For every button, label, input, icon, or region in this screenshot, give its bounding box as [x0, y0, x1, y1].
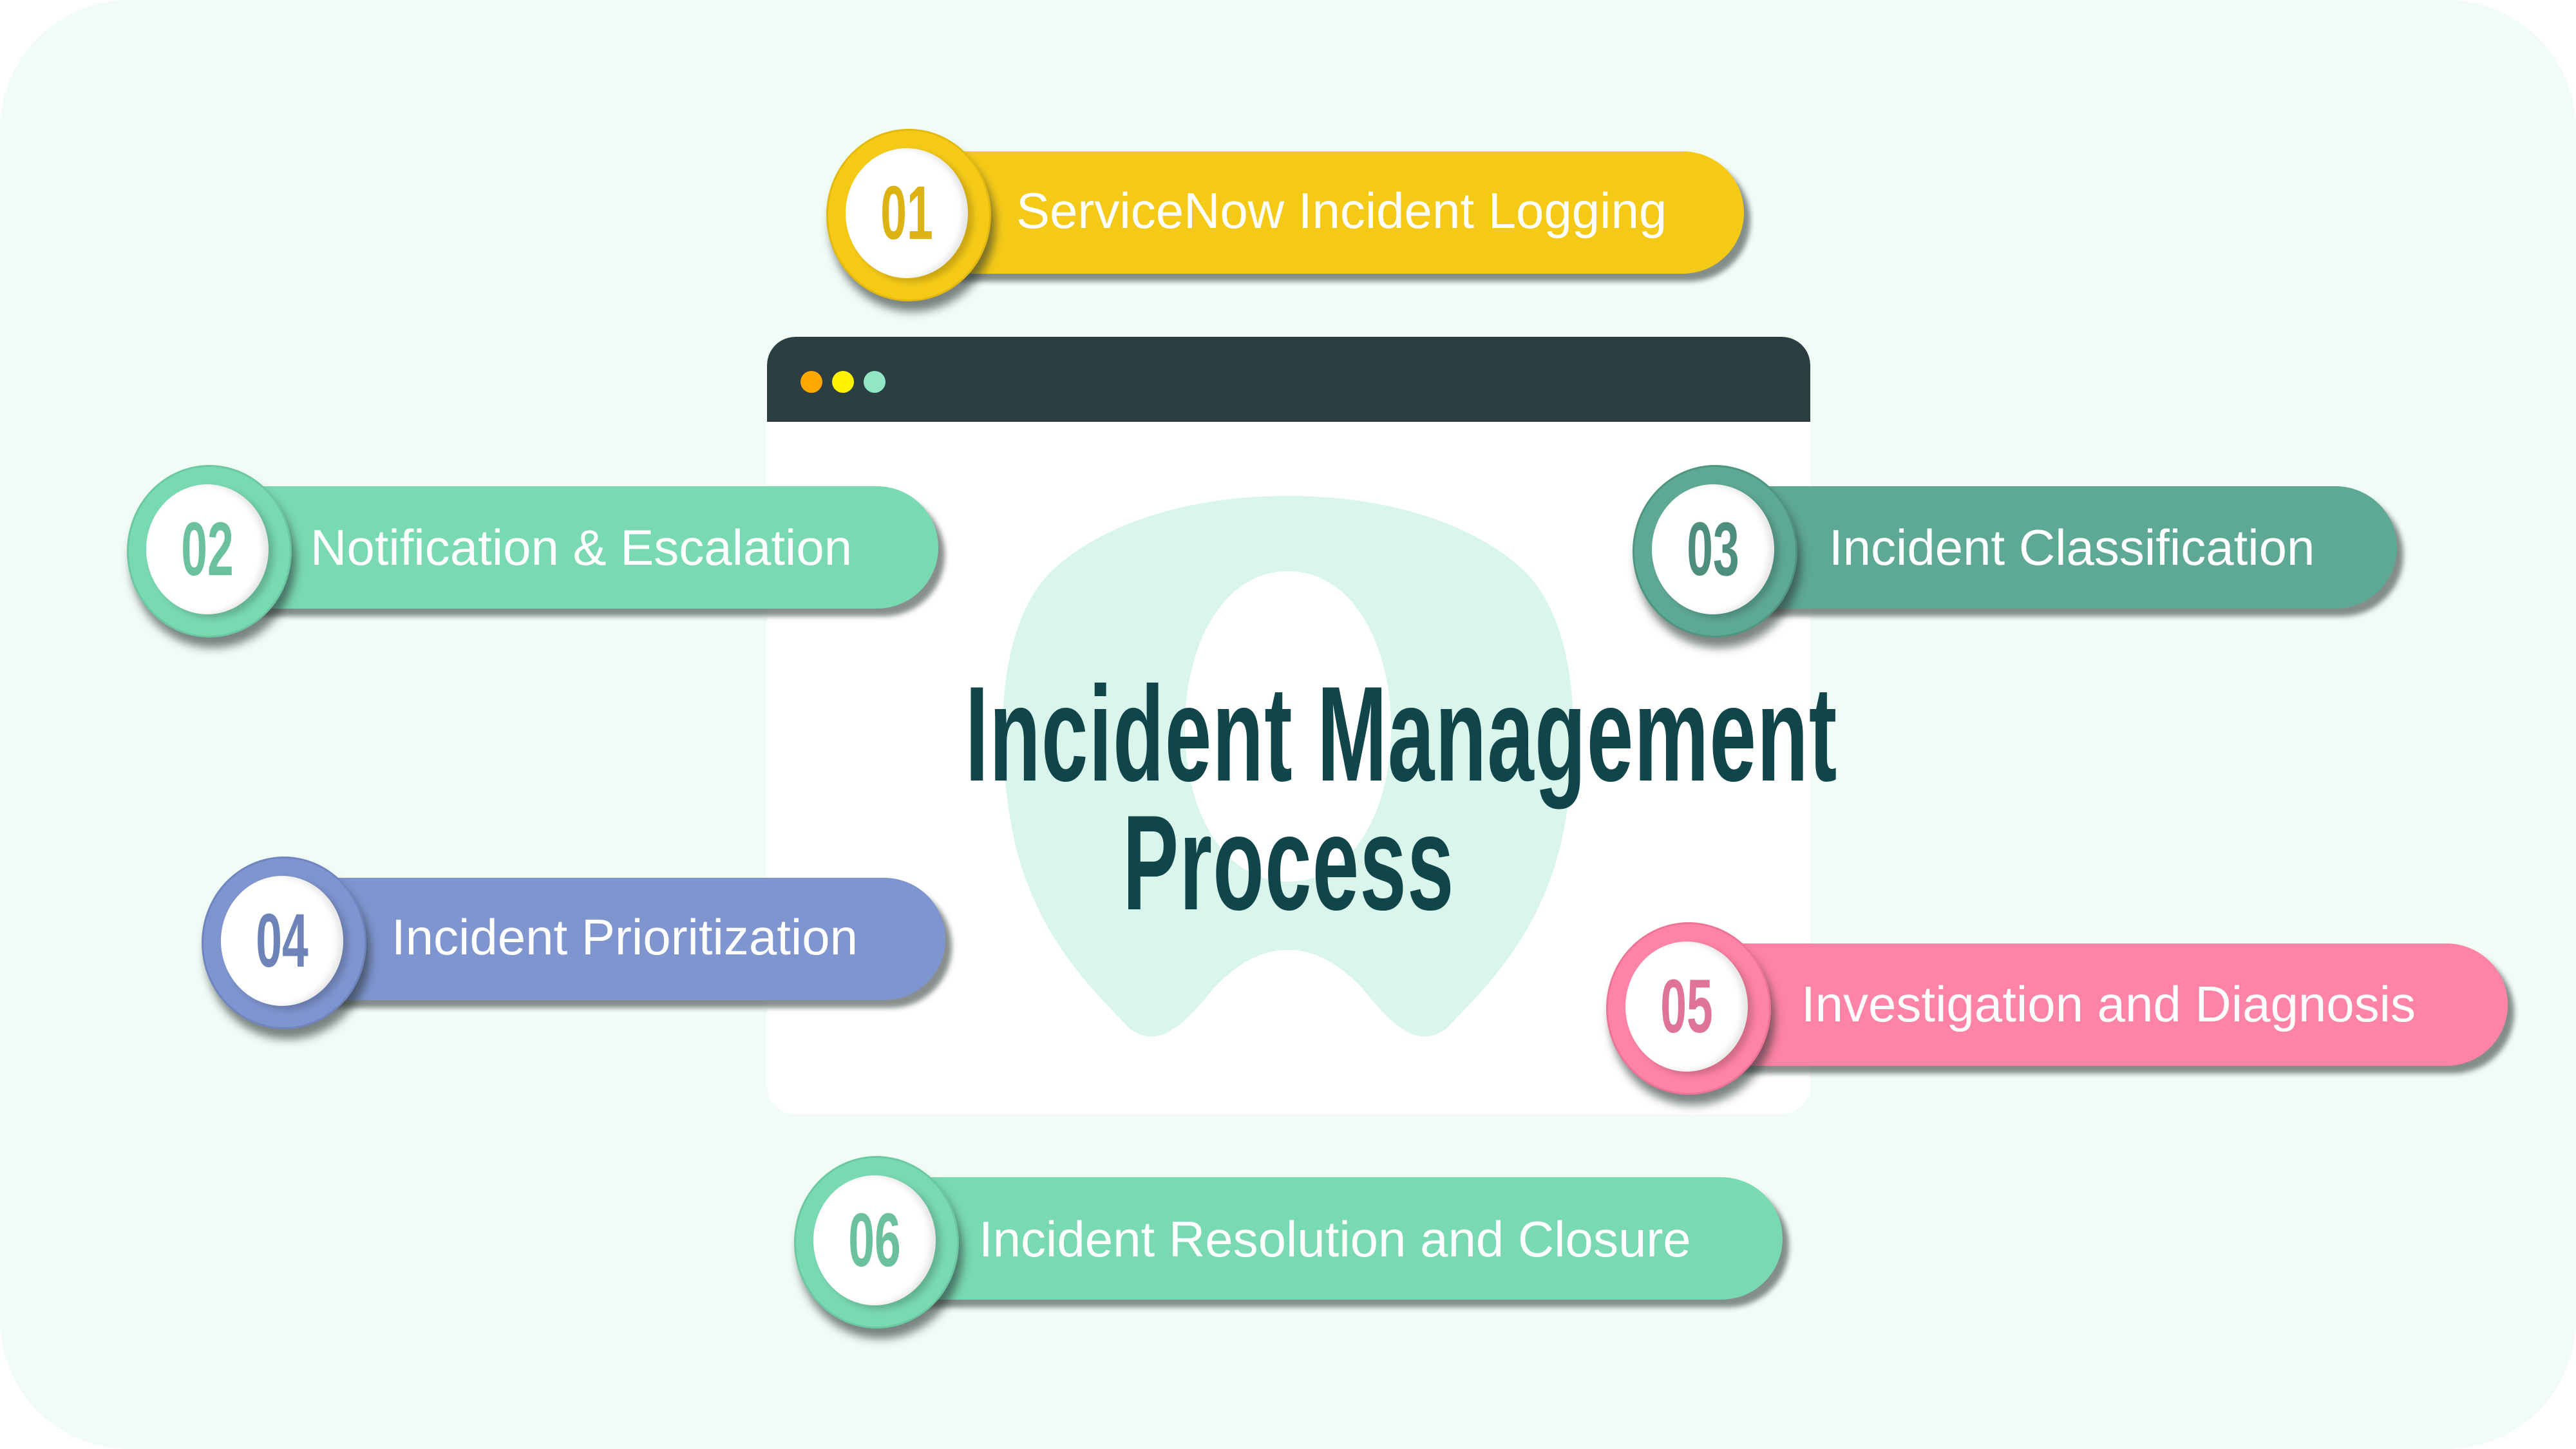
step-number: 02 [181, 507, 234, 592]
step-label: Incident Resolution and Closure [979, 1211, 1691, 1267]
window-title-bar [767, 337, 1810, 422]
window-dot-orange-icon [800, 371, 822, 393]
step-label: Investigation and Diagnosis [1801, 976, 2416, 1032]
step-label: ServiceNow Incident Logging [1016, 182, 1667, 239]
step-number: 04 [256, 898, 308, 983]
step-label: Notification & Escalation [310, 519, 853, 576]
window-dot-yellow-icon [832, 371, 854, 393]
step-label: Incident Classification [1829, 519, 2315, 576]
step-number: 03 [1687, 507, 1739, 592]
step-number: 06 [848, 1198, 901, 1283]
title-line-2: Process [1122, 787, 1455, 938]
title-line-1: Incident Management [965, 658, 1838, 810]
window-dot-green-icon [864, 371, 886, 393]
page-title: Incident Management Process [965, 658, 1838, 938]
step-number: 01 [880, 171, 933, 256]
step-number: 05 [1660, 964, 1713, 1049]
step-label: Incident Prioritization [392, 909, 858, 965]
